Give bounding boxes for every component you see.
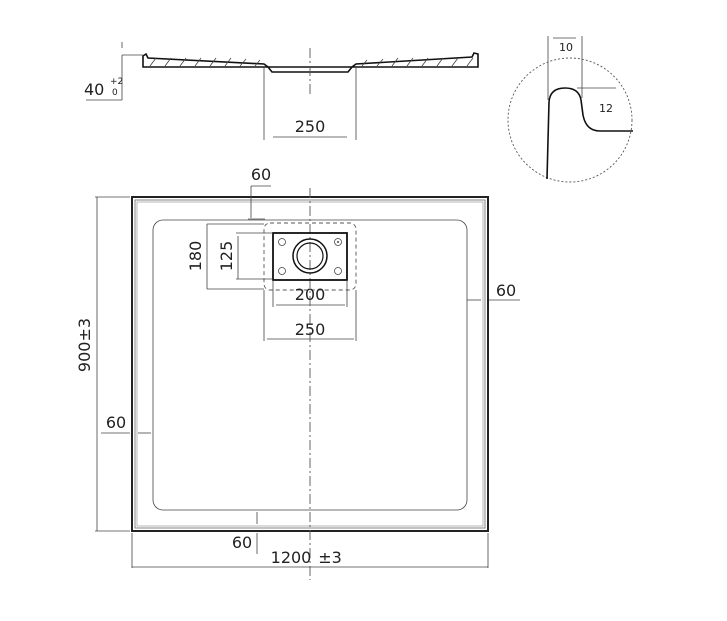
overall-width-label: 1200 <box>271 548 312 567</box>
detail-height-label: 12 <box>599 102 613 115</box>
section-height-label: 40 <box>84 80 104 99</box>
drain-outer-height-label: 180 <box>186 241 205 272</box>
section-view: 40 +2 0 250 <box>84 42 479 140</box>
plan-view: 180 125 200 250 60 60 60 60 900±3 <box>75 165 520 580</box>
section-height-tol-lower: 0 <box>112 88 118 98</box>
drain-outer-width-label: 250 <box>295 320 326 339</box>
section-hatching <box>149 57 474 67</box>
detail-view: 10 12 <box>507 36 633 183</box>
detail-rim-profile <box>546 87 633 180</box>
drain-inner-height-label: 125 <box>217 241 236 272</box>
detail-circle <box>507 57 633 183</box>
drain-plate <box>272 232 348 281</box>
top-rim-label: 60 <box>251 165 271 184</box>
right-rim-label: 60 <box>496 281 516 300</box>
overall-width-tol: ±3 <box>318 548 342 567</box>
detail-width-label: 10 <box>559 41 573 54</box>
drain-outlet-icon <box>292 238 328 274</box>
left-rim-label: 60 <box>106 413 126 432</box>
section-profile <box>142 52 479 73</box>
section-drain-width-label: 250 <box>295 117 326 136</box>
bottom-rim-label: 60 <box>232 533 252 552</box>
section-height-tol-upper: +2 <box>110 77 123 87</box>
drain-inner-width-label: 200 <box>295 285 326 304</box>
overall-height-label: 900±3 <box>75 318 94 372</box>
